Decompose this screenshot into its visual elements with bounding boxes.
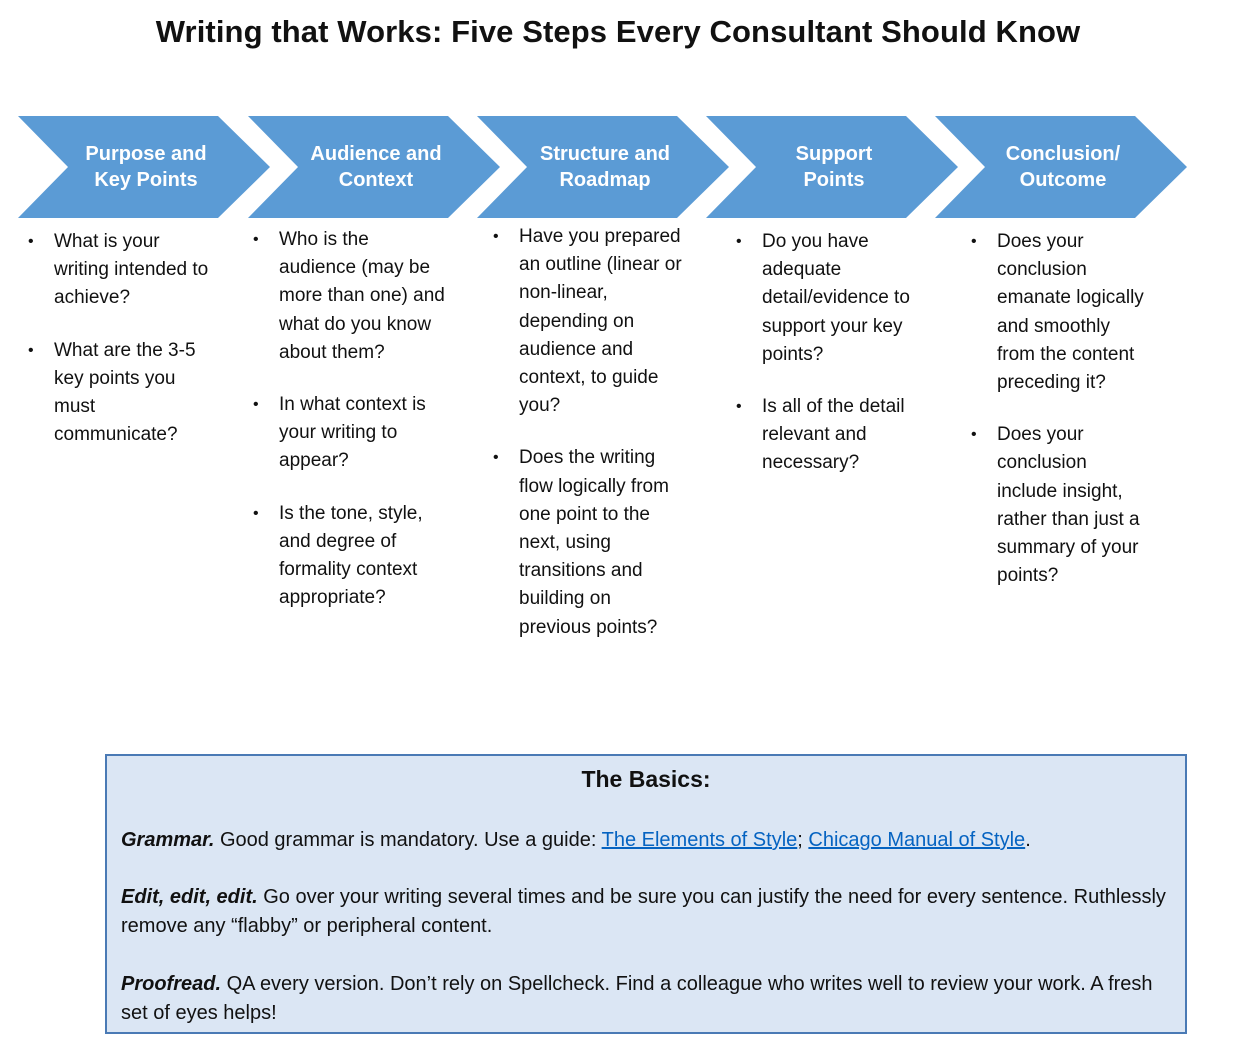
- chevron-step-5: Conclusion/ Outcome: [935, 116, 1187, 218]
- step-1-bullets: What is your writing intended to achieve…: [28, 228, 214, 473]
- grammar-text: Good grammar is mandatory. Use a guide:: [214, 829, 602, 851]
- chicago-manual-link[interactable]: Chicago Manual of Style: [808, 829, 1026, 851]
- step-2-bullets: Who is the audience (may be more than on…: [253, 226, 449, 636]
- basics-box: The Basics: Grammar. Good grammar is man…: [105, 754, 1187, 1034]
- edit-label: Edit, edit, edit.: [121, 886, 258, 908]
- bullet-item: Do you have adequate detail/evidence to …: [736, 228, 912, 369]
- proofread-paragraph: Proofread. QA every version. Don’t rely …: [121, 970, 1171, 1028]
- elements-of-style-link[interactable]: The Elements of Style: [601, 829, 798, 851]
- bullet-item: Does your conclusion emanate logically a…: [971, 228, 1147, 397]
- grammar-end: .: [1025, 829, 1031, 851]
- proofread-label: Proofread.: [121, 973, 222, 995]
- step-3-bullets: Have you prepared an outline (linear or …: [493, 223, 684, 666]
- step-1-label: Purpose and Key Points: [85, 143, 207, 191]
- bullet-item: Who is the audience (may be more than on…: [253, 226, 449, 367]
- chevron-step-4: Support Points: [706, 116, 958, 218]
- bullet-item: What is your writing intended to achieve…: [28, 228, 214, 313]
- bullet-item: Does the writing flow logically from one…: [493, 444, 684, 641]
- page-title: Writing that Works: Five Steps Every Con…: [155, 14, 1081, 49]
- step-5-bullets: Does your conclusion emanate logically a…: [971, 228, 1147, 614]
- grammar-label: Grammar.: [121, 829, 215, 851]
- chevron-step-1: Purpose and Key Points: [18, 116, 270, 218]
- step-3-label: Structure and Roadmap: [539, 143, 671, 191]
- step-4-bullets: Do you have adequate detail/evidence to …: [736, 228, 912, 502]
- link-separator: ;: [797, 829, 803, 851]
- basics-title: The Basics:: [581, 766, 711, 792]
- edit-paragraph: Edit, edit, edit. Go over your writing s…: [121, 883, 1171, 941]
- bullet-item: Does your conclusion include insight, ra…: [971, 421, 1147, 590]
- edit-text: Go over your writing several times and b…: [121, 886, 1166, 937]
- chevron-step-3: Structure and Roadmap: [477, 116, 729, 218]
- bullet-item: What are the 3-5 key points you must com…: [28, 337, 214, 450]
- chevron-step-2: Audience and Context: [248, 116, 500, 218]
- step-2-label: Audience and Context: [310, 143, 442, 191]
- bullet-item: Is the tone, style, and degree of formal…: [253, 500, 449, 613]
- grammar-paragraph: Grammar. Good grammar is mandatory. Use …: [121, 826, 1171, 855]
- step-4-label: Support Points: [795, 143, 873, 191]
- step-5-label: Conclusion/ Outcome: [1005, 143, 1121, 191]
- proofread-text: QA every version. Don’t rely on Spellche…: [121, 973, 1153, 1024]
- bullet-item: In what context is your writing to appea…: [253, 391, 449, 476]
- bullet-item: Is all of the detail relevant and necess…: [736, 393, 912, 478]
- bullet-item: Have you prepared an outline (linear or …: [493, 223, 684, 420]
